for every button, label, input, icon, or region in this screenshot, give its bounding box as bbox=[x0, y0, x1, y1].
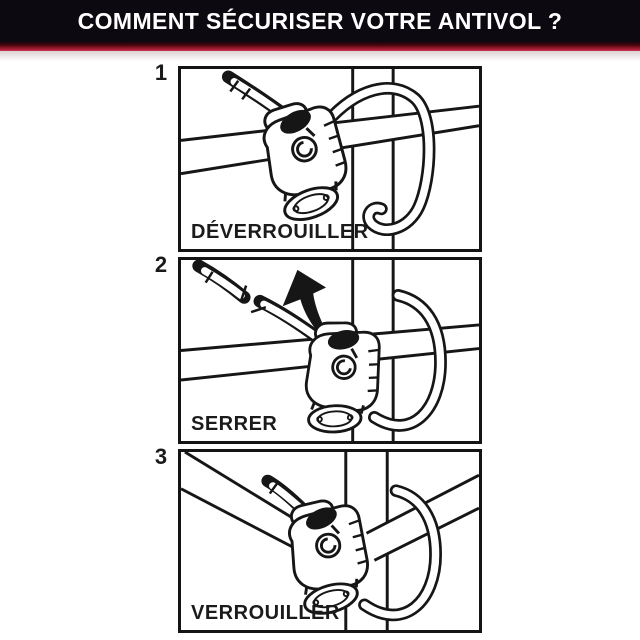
step1-frame: DÉVERROUILLER bbox=[178, 66, 482, 252]
page-title: COMMENT SÉCURISER VOTRE ANTIVOL ? bbox=[77, 7, 563, 34]
stripe-shadow-fade bbox=[0, 51, 640, 63]
cable-free-end bbox=[192, 260, 326, 346]
red-accent-stripe bbox=[0, 42, 640, 51]
step3-frame: VERROUILLER bbox=[178, 449, 482, 633]
security-cable bbox=[367, 289, 447, 432]
step2-label: SERRER bbox=[191, 413, 278, 435]
step1-number: 1 bbox=[154, 60, 168, 85]
step3-lock-illustration bbox=[181, 452, 479, 630]
step1-label: DÉVERROUILLER bbox=[191, 221, 369, 243]
step2-number: 2 bbox=[154, 252, 168, 277]
security-cable bbox=[358, 484, 442, 622]
security-cable bbox=[320, 82, 436, 237]
cable-pull-break-marks bbox=[204, 271, 267, 314]
step1-unlock-illustration bbox=[181, 69, 479, 249]
step3-number: 3 bbox=[154, 444, 168, 469]
step3-label: VERROUILLER bbox=[191, 602, 340, 624]
step2-tighten-illustration bbox=[181, 260, 479, 441]
step2-frame: SERRER bbox=[178, 257, 482, 444]
header-bar: COMMENT SÉCURISER VOTRE ANTIVOL ? bbox=[0, 0, 640, 42]
